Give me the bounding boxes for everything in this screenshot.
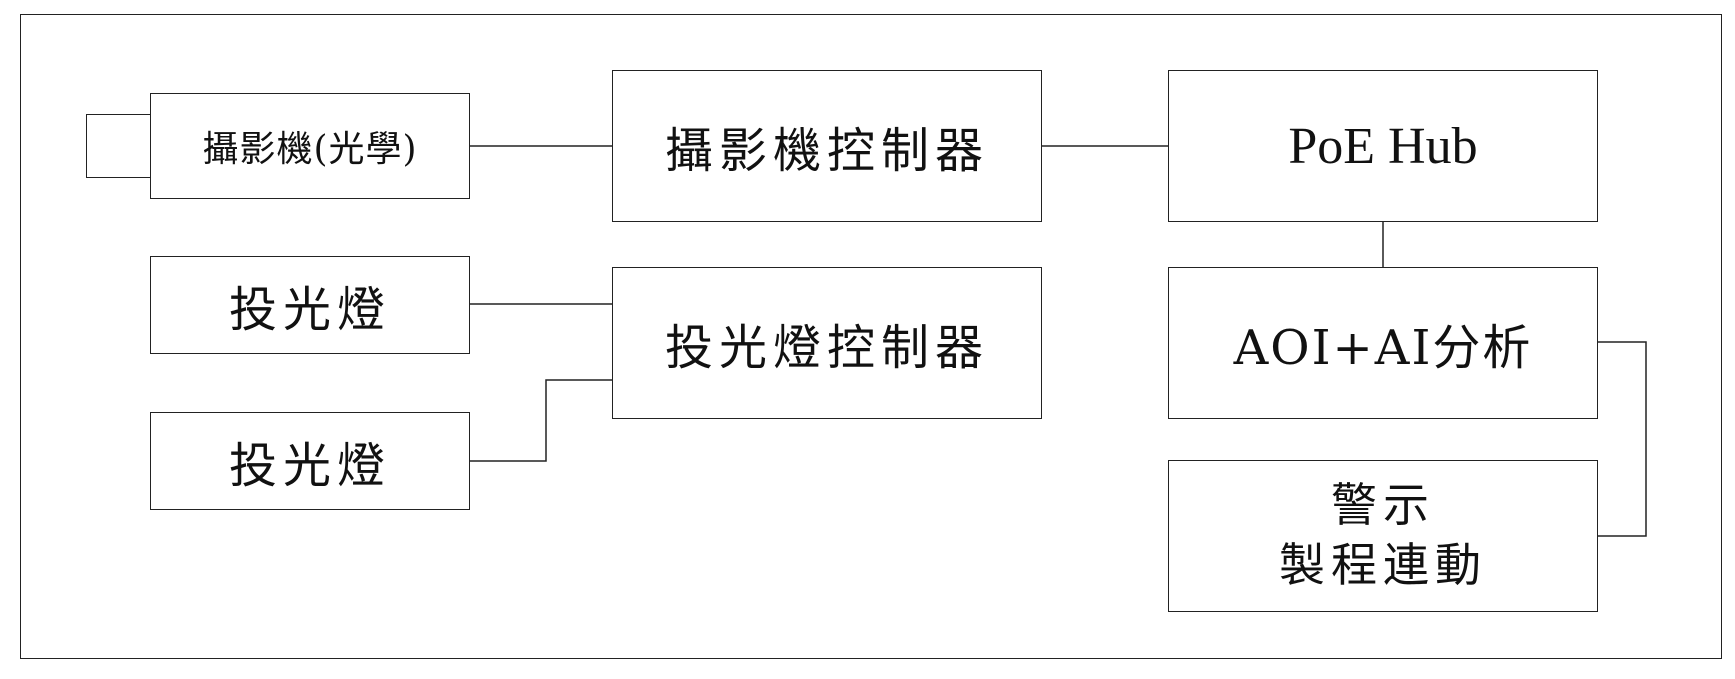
floodlight-2-label: 投光燈 [228,438,391,494]
process-linkage-label: 製程連動 [1279,538,1487,592]
aoi-ai-analysis-node: AOI+AI分析 [1168,267,1598,419]
aoi-ai-label: AOI+AI分析 [1233,320,1533,376]
camera-controller-node: 攝影機控制器 [612,70,1042,222]
camera-lens [86,114,151,178]
camera-label: 攝影機(光學) [202,129,418,170]
floodlight-node-2: 投光燈 [150,412,470,510]
camera-node: 攝影機(光學) [150,93,470,199]
floodlight-1-label: 投光燈 [228,282,391,338]
floodlight-node-1: 投光燈 [150,256,470,354]
floodlight-controller-node: 投光燈控制器 [612,267,1042,419]
diagram-frame [20,14,1722,659]
poe-hub-label: PoE Hub [1288,117,1478,175]
floodlight-controller-label: 投光燈控制器 [664,320,989,376]
poe-hub-node: PoE Hub [1168,70,1598,222]
camera-controller-label: 攝影機控制器 [664,123,989,179]
alert-process-linkage-node: 警示 製程連動 [1168,460,1598,612]
alert-label: 警示 [1331,478,1435,533]
